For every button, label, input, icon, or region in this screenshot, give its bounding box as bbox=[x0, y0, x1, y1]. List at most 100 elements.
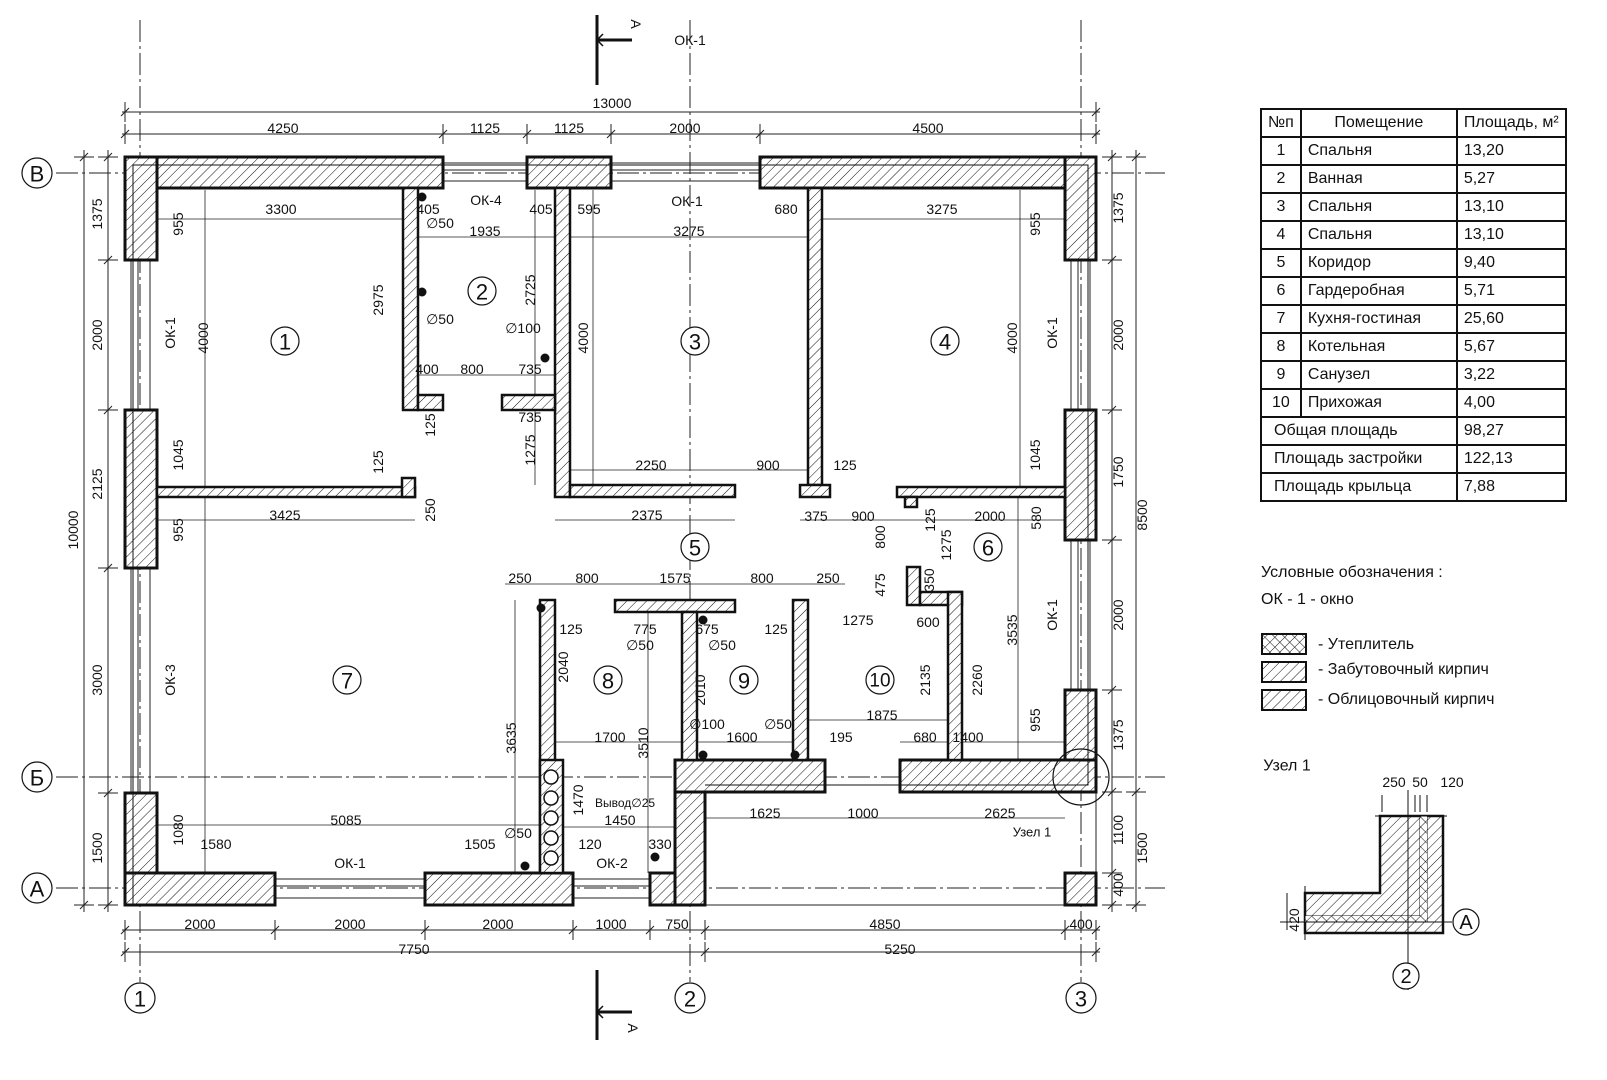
room-name: Гардеробная bbox=[1299, 276, 1458, 306]
dimension-label: 1575 bbox=[659, 570, 690, 586]
dimension-label: 125 bbox=[764, 621, 788, 637]
dimension-label: 250 bbox=[422, 498, 438, 522]
room-number: 5 bbox=[1260, 248, 1302, 278]
room-number-label-circle bbox=[593, 665, 623, 695]
node-dimension-label: 50 bbox=[1412, 774, 1428, 790]
total-name: Площадь застройки bbox=[1260, 444, 1458, 474]
node-detail-drawing bbox=[1280, 790, 1452, 990]
room-number-label: 4 bbox=[939, 330, 951, 355]
dimension-label: 1400 bbox=[952, 729, 983, 745]
room-number-label: 6 bbox=[982, 536, 994, 561]
dimension-label: 2000 bbox=[669, 120, 700, 136]
dimension-label: 1580 bbox=[200, 836, 231, 852]
exterior-wall bbox=[123, 155, 445, 190]
room-number-label: 3 bbox=[689, 330, 701, 355]
section-arrow-icon bbox=[595, 33, 604, 1019]
dimension-label: 2040 bbox=[555, 651, 571, 682]
section-letter: А bbox=[628, 19, 644, 29]
pipe-diameter-label: ∅50 bbox=[426, 311, 454, 327]
dimension-label: 125 bbox=[422, 413, 438, 437]
axis-row-label-circle bbox=[21, 157, 53, 189]
room-number: 6 bbox=[1260, 276, 1302, 306]
dimension-label: 125 bbox=[833, 457, 857, 473]
room-number-label: 9 bbox=[738, 669, 750, 694]
facing-brick-swatch bbox=[1261, 689, 1307, 711]
interior-wall bbox=[416, 393, 445, 412]
window-label: ОК-1 bbox=[671, 193, 703, 209]
room-number: 3 bbox=[1260, 192, 1302, 222]
dimension-label: 2975 bbox=[370, 284, 386, 315]
node-axis-label-circle bbox=[1452, 908, 1480, 936]
drain-pipe-icon bbox=[520, 861, 530, 871]
total-area: 122,13 bbox=[1455, 444, 1567, 474]
dimension-label: 375 bbox=[804, 508, 828, 524]
window-label: ОК-3 bbox=[162, 664, 178, 696]
dimension-label: 3000 bbox=[89, 664, 105, 695]
dimension-label: 3275 bbox=[926, 201, 957, 217]
window-label: ОК-1 bbox=[1044, 599, 1060, 631]
dimension-label: 3535 bbox=[1004, 614, 1020, 645]
dimension-label: 10000 bbox=[65, 510, 81, 549]
room-number-label-circle bbox=[729, 665, 759, 695]
room-number: 10 bbox=[1260, 388, 1302, 418]
pipe-diameter-label: ∅50 bbox=[708, 637, 736, 653]
pipe-diameter-label: ∅50 bbox=[426, 215, 454, 231]
legend-backing-brick: - Забутовочный кирпич bbox=[1318, 661, 1489, 678]
room-area: 4,00 bbox=[1455, 388, 1567, 418]
dimension-label: 405 bbox=[529, 201, 553, 217]
dimension-label: 5250 bbox=[884, 941, 915, 957]
room-number-label-circle bbox=[680, 326, 710, 356]
interior-wall bbox=[806, 186, 824, 487]
window-label: ОК-4 bbox=[470, 192, 502, 208]
dimension-label: 1600 bbox=[726, 729, 757, 745]
room-number-label: 8 bbox=[602, 669, 614, 694]
pipe-diameter-label: ∅50 bbox=[764, 716, 792, 732]
window-label: ОК-2 bbox=[596, 855, 628, 871]
total-name: Площадь крыльца bbox=[1260, 472, 1458, 502]
pipe-diameter-label: ∅50 bbox=[504, 825, 532, 841]
dimension-label: 2625 bbox=[984, 805, 1015, 821]
chimney-channel-icon bbox=[543, 850, 559, 866]
dimension-label: 1875 bbox=[866, 707, 897, 723]
dimension-label: 1125 bbox=[554, 120, 584, 136]
dimension-label: 13000 bbox=[593, 95, 632, 111]
dimension-label: 2000 bbox=[89, 319, 105, 350]
dimension-label: 1505 bbox=[464, 836, 495, 852]
dimension-label: 195 bbox=[829, 729, 853, 745]
room-number-label: 1 bbox=[279, 330, 291, 355]
dimension-label: 1045 bbox=[1027, 439, 1043, 470]
axis-column-label-circle bbox=[1065, 982, 1097, 1014]
node-axis-label-circle bbox=[1392, 962, 1420, 990]
dimension-label: 800 bbox=[750, 570, 774, 586]
dimension-label: 900 bbox=[851, 508, 875, 524]
exterior-wall bbox=[673, 758, 827, 794]
dimension-label: 2000 bbox=[334, 916, 365, 932]
dimension-label: 4850 bbox=[869, 916, 900, 932]
dimension-label: 4000 bbox=[195, 322, 211, 353]
dimension-label: 330 bbox=[648, 836, 672, 852]
room-name: Кухня-гостиная bbox=[1299, 304, 1458, 334]
room-name: Прихожая bbox=[1299, 388, 1458, 418]
dimension-label: 2000 bbox=[1110, 599, 1126, 630]
drain-pipe-icon bbox=[536, 603, 546, 613]
symbols bbox=[417, 15, 1110, 1040]
dimension-label: 1275 bbox=[522, 434, 538, 465]
table-header-row: №п Помещение Площадь, м² bbox=[1260, 108, 1567, 138]
dimension-label: 800 bbox=[575, 570, 599, 586]
node-axis-label: 2 bbox=[1400, 966, 1411, 988]
interior-wall bbox=[791, 598, 810, 762]
axis-row-label: В bbox=[30, 162, 45, 187]
legend-swatches bbox=[1261, 633, 1307, 711]
dimension-label: 2260 bbox=[969, 664, 985, 695]
room-name: Спальня bbox=[1299, 136, 1458, 166]
window-label: ОК-1 bbox=[162, 317, 178, 349]
dimension-label: 1375 bbox=[89, 198, 105, 229]
